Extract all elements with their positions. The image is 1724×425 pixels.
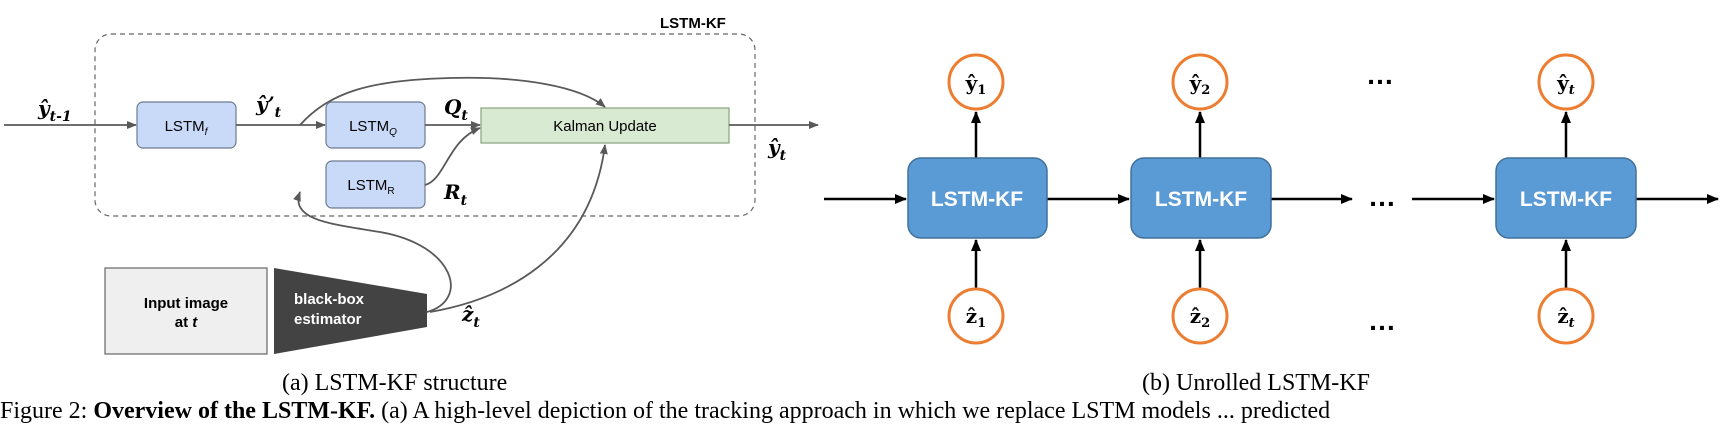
estimator-line1: black-box [294,291,365,308]
ellipsis-bottom: … [1368,305,1396,336]
figure-canvas: LSTM-KF ŷt-1 LSTMf ŷ’t LSTMQ Qt L [4,15,1719,355]
arrow-y-prime-to-kalman [299,76,606,126]
unrolled-step-t: ŷt LSTM-KF ẑt [1495,53,1637,345]
lstm-kf-cell-t [1495,157,1637,239]
caption-part-b: (b) Unrolled LSTM-KF [1142,370,1370,396]
lstm-f-label: LSTMf [165,118,209,138]
output-label-2: ŷ2 [1189,71,1211,98]
kalman-update-box [480,107,730,144]
figure-caption-rest: (a) A high-level depiction of the tracki… [375,398,1331,424]
caption-part-a: (a) LSTM-KF structure [282,370,508,396]
kalman-update-label: Kalman Update [553,118,656,135]
lstm-kf-cell-2-label: LSTM-KF [1155,188,1247,211]
arrow-z-to-kalman [429,144,608,313]
label-r-t: Rt [443,180,468,209]
input-image-box [104,267,268,355]
part-a-diagram: LSTM-KF ŷt-1 LSTMf ŷ’t LSTMQ Qt L [4,15,819,355]
output-label-1: ŷ1 [965,71,987,98]
lstm-r-label: LSTMR [347,177,394,197]
arrow-z-to-lstm-r [293,191,452,313]
input-label-1: ẑ1 [966,304,986,331]
figure-caption-bold: Overview of the LSTM-KF. [93,398,376,424]
lstm-kf-cell-t-label: LSTM-KF [1520,188,1612,211]
output-circle-t [1537,53,1595,111]
unrolled-step-2: ŷ2 LSTM-KF ẑ2 [1130,53,1272,345]
output-label-t: ŷt [1556,71,1575,98]
black-box-estimator-shape [274,268,427,354]
input-image-line1: Input image [144,295,228,312]
ellipsis-middle: … [1368,181,1396,212]
estimator-line2: estimator [294,311,362,328]
input-image-line2: at t [175,314,199,331]
label-y-prime: ŷ’t [255,92,282,121]
lstm-q-label: LSTMQ [349,118,397,138]
label-y-t: ŷt [767,135,787,164]
label-y-prev: ŷt-1 [37,96,72,125]
label-q-t: Qt [444,95,468,124]
arrow-lstm-r-to-kalman [424,127,481,186]
unrolled-step-1: ŷ1 LSTM-KF ẑ1 [907,53,1048,345]
output-circle-2 [1171,53,1229,111]
input-circle-1 [947,287,1005,345]
input-label-2: ẑ2 [1190,304,1210,331]
ellipsis-top: … [1366,59,1394,90]
output-circle-1 [947,53,1005,111]
container-label: LSTM-KF [660,15,726,32]
input-label-t: ẑt [1557,304,1574,331]
lstm-kf-cell-2 [1130,157,1272,239]
input-circle-2 [1171,287,1229,345]
lstm-kf-cell-1 [907,157,1048,239]
input-circle-t [1537,287,1595,345]
figure-caption-prefix: Figure 2: [0,398,94,424]
label-z-t: ẑt [461,302,480,331]
part-b-diagram: … … … ŷ1 LSTM-KF ẑ1 ŷ2 LSTM-KF [824,53,1719,345]
lstm-kf-cell-1-label: LSTM-KF [931,188,1023,211]
